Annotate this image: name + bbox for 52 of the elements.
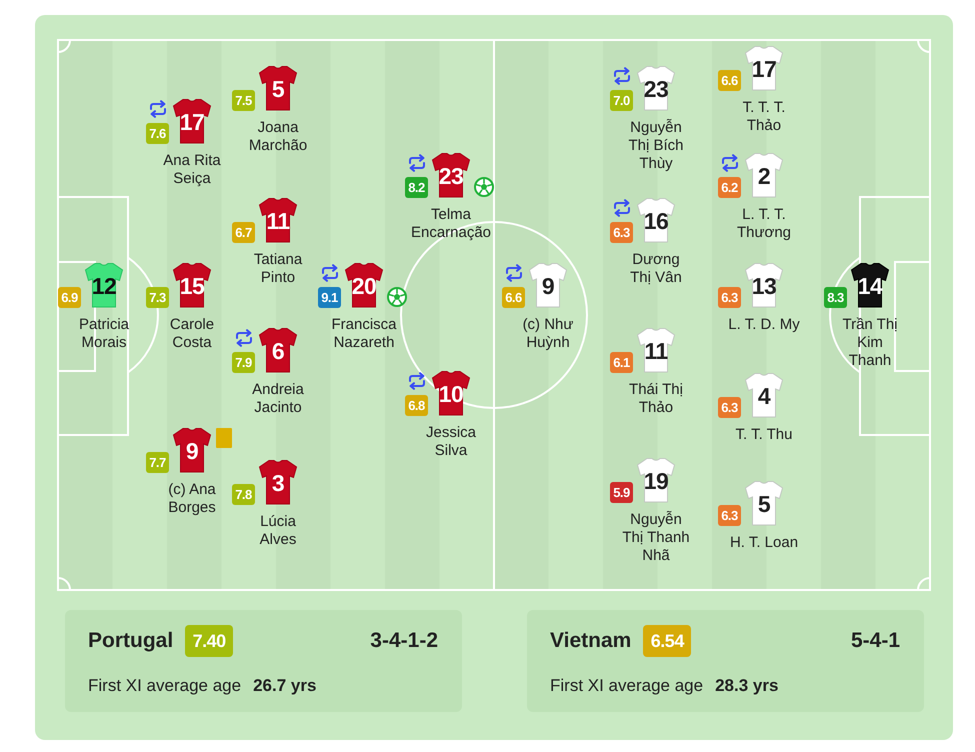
rating-badge: 6.3 (718, 287, 741, 308)
player-name: Telma Encarnação (410, 206, 492, 242)
formation: 5-4-1 (850, 629, 900, 653)
rating-badge: 6.2 (718, 177, 741, 198)
rating-badge: 6.3 (718, 505, 741, 526)
player-name: Dương Thị Vân (629, 251, 683, 287)
player-name: Patricia Morais (78, 316, 130, 352)
player-name: H. T. Loan (730, 534, 798, 552)
rating-badge: 7.5 (232, 90, 255, 111)
player-name: Lúcia Alves (258, 513, 298, 549)
rating-badge: 6.8 (405, 395, 428, 416)
average-age-label: First XI average age (88, 676, 242, 696)
average-age-value: 26.7 yrs (253, 676, 316, 696)
rating-badge: 7.8 (232, 484, 255, 505)
player-name: T. T. T. Thảo (742, 99, 786, 135)
player-name: (c) Ana Borges (167, 481, 217, 517)
team-name: Portugal (88, 629, 174, 653)
player-name: Thái Thị Thảo (628, 381, 684, 417)
player-name: Ana Rita Seiça (162, 152, 222, 188)
rating-badge: 6.3 (610, 222, 633, 243)
rating-badge: 7.9 (232, 352, 255, 373)
rating-badge: 6.1 (610, 352, 633, 373)
rating-badge: 6.7 (232, 222, 255, 243)
player-name: L. T. T. Thương (736, 206, 792, 242)
team-name: Vietnam (550, 629, 632, 653)
average-age-label: First XI average age (550, 676, 704, 696)
player-name: Tatiana Pinto (252, 251, 304, 287)
average-age-value: 28.3 yrs (715, 676, 778, 696)
player-name: L. T. D. My (728, 316, 800, 334)
rating-badge: 6.3 (718, 397, 741, 418)
player-name: Trần Thị Kim Thanh (841, 316, 899, 370)
player-name: Francisca Nazareth (330, 316, 398, 352)
formation: 3-4-1-2 (370, 629, 438, 653)
player-name: Jessica Silva (424, 424, 478, 460)
rating-badge: 7.6 (146, 123, 169, 144)
rating-badge: 7.0 (610, 90, 633, 111)
rating-badge: 6.6 (718, 70, 741, 91)
rating-badge: 8.3 (824, 287, 847, 308)
rating-badge: 5.9 (610, 482, 633, 503)
player-name: Carole Costa (168, 316, 216, 352)
player-name: Joana Marchão (248, 119, 308, 155)
player-name: Nguyễn Thị Thanh Nhã (621, 511, 691, 565)
rating-badge: 7.3 (146, 287, 169, 308)
player-name: Andreia Jacinto (251, 381, 305, 417)
rating-badge: 9.1 (318, 287, 341, 308)
player-name: (c) Như Huỳnh (522, 316, 574, 352)
rating-badge: 8.2 (405, 177, 428, 198)
rating-badge: 6.6 (502, 287, 525, 308)
player-name: T. T. Thu (736, 426, 792, 444)
rating-badge: 6.9 (58, 287, 81, 308)
player-name: Nguyễn Thị Bích Thùy (627, 119, 685, 173)
rating-badge: 7.7 (146, 452, 169, 473)
